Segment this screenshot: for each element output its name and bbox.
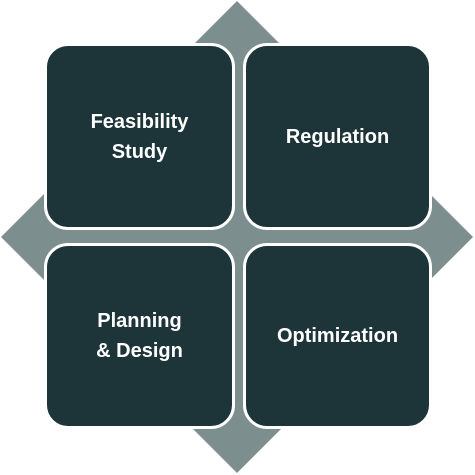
tile-label: Optimization [276, 325, 399, 347]
tile-regulation: Regulation [243, 43, 432, 230]
tile-feasibility-study: Feasibility Study [44, 43, 235, 230]
tile-label: Planning & Design [96, 310, 183, 362]
tile-planning-design: Planning & Design [44, 243, 235, 429]
tile-label: Regulation [285, 125, 390, 148]
tile-label: Feasibility Study [90, 110, 189, 163]
tile-optimization: Optimization [243, 243, 432, 429]
